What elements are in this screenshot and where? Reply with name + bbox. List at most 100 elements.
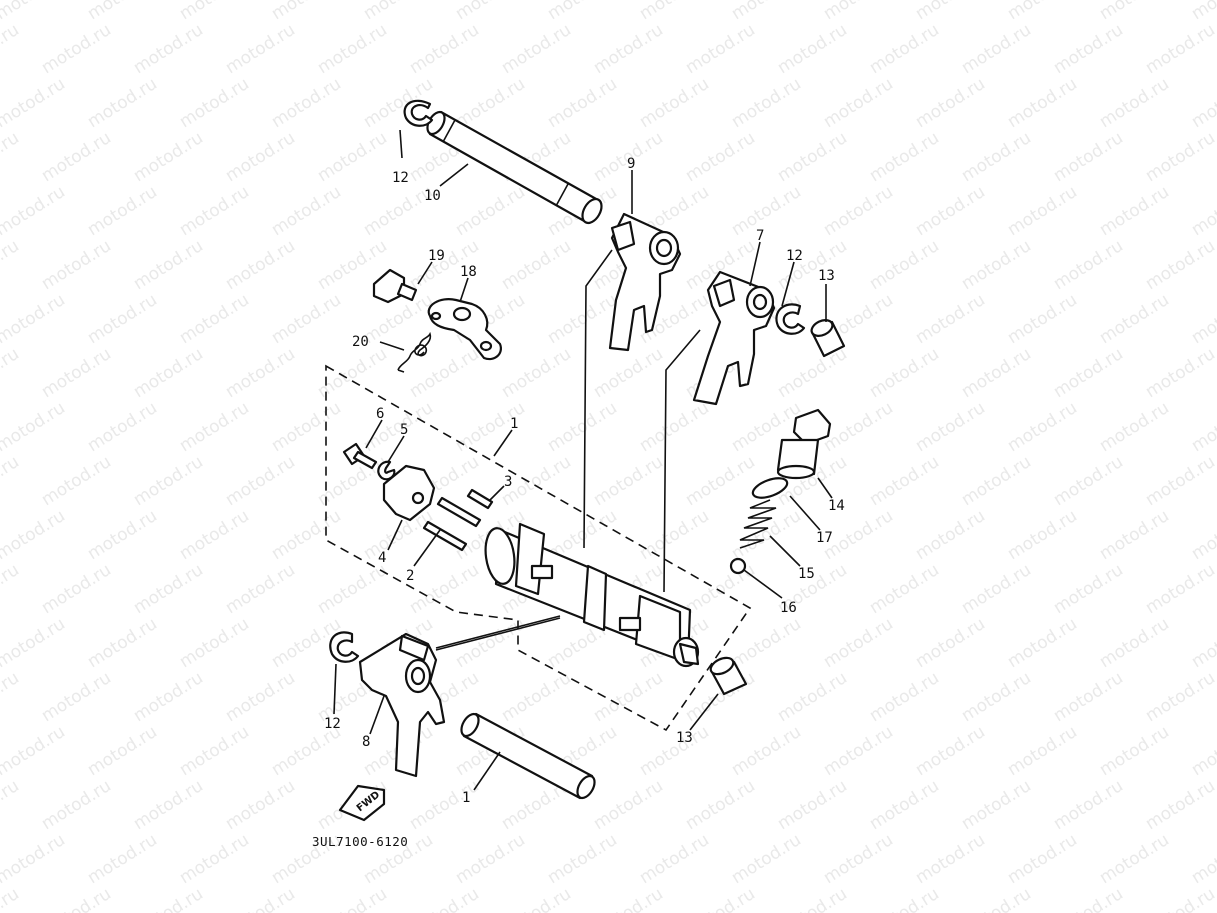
- assembly-boundary: [325, 364, 752, 732]
- watermark-text: motod.ru: [682, 128, 759, 186]
- watermark-text: motod.ru: [912, 614, 989, 672]
- watermark-text: motod.ru: [1096, 614, 1173, 672]
- watermark-text: motod.ru: [728, 0, 805, 24]
- watermark-text: motod.ru: [820, 722, 897, 780]
- watermark-text: motod.ru: [774, 236, 851, 294]
- watermark-text: motod.ru: [912, 290, 989, 348]
- watermark-text: motod.ru: [222, 884, 299, 913]
- watermark-text: motod.ru: [268, 182, 345, 240]
- watermark-text: motod.ru: [1004, 506, 1081, 564]
- watermark-text: motod.ru: [0, 830, 69, 888]
- watermark-text: motod.ru: [406, 776, 483, 834]
- watermark-text: motod.ru: [0, 776, 23, 834]
- watermark-text: motod.ru: [820, 398, 897, 456]
- watermark-text: motod.ru: [222, 20, 299, 78]
- watermark-text: motod.ru: [682, 560, 759, 618]
- watermark-text: motod.ru: [1142, 236, 1217, 294]
- watermark-text: motod.ru: [1096, 74, 1173, 132]
- watermark-text: motod.ru: [0, 74, 69, 132]
- circlip-12-right: [775, 303, 806, 335]
- callout-7: 7: [756, 228, 764, 244]
- watermark-text: motod.ru: [268, 290, 345, 348]
- watermark-text: motod.ru: [176, 398, 253, 456]
- watermark-text: motod.ru: [222, 668, 299, 726]
- watermark-text: motod.ru: [0, 20, 23, 78]
- watermark-text: motod.ru: [1142, 128, 1217, 186]
- watermark-text: motod.ru: [84, 74, 161, 132]
- watermark-text: motod.ru: [498, 884, 575, 913]
- watermark-text: motod.ru: [1096, 0, 1173, 24]
- guide-bar-1: [460, 712, 596, 800]
- watermark-text: motod.ru: [1050, 452, 1127, 510]
- watermark-text: motod.ru: [774, 776, 851, 834]
- watermark-text: motod.ru: [130, 776, 207, 834]
- watermark-text: motod.ru: [774, 668, 851, 726]
- callout-15: 15: [798, 566, 815, 582]
- watermark-text: motod.ru: [1188, 722, 1217, 780]
- circlip-12-top: [403, 99, 434, 127]
- callout-12: 12: [324, 716, 341, 732]
- watermark-text: motod.ru: [406, 884, 483, 913]
- callout-18: 18: [460, 264, 477, 280]
- watermark-text: motod.ru: [820, 614, 897, 672]
- watermark-text: motod.ru: [498, 20, 575, 78]
- watermark-text: motod.ru: [636, 830, 713, 888]
- watermark-text: motod.ru: [728, 506, 805, 564]
- watermark-text: motod.ru: [912, 830, 989, 888]
- watermark-text: motod.ru: [912, 722, 989, 780]
- watermark-text: motod.ru: [130, 884, 207, 913]
- watermark-text: motod.ru: [912, 74, 989, 132]
- watermark-text: motod.ru: [0, 668, 23, 726]
- watermark-text: motod.ru: [1096, 722, 1173, 780]
- watermark-text: motod.ru: [1188, 74, 1217, 132]
- watermark-text: motod.ru: [590, 884, 667, 913]
- watermark-text: motod.ru: [866, 128, 943, 186]
- watermark-text: motod.ru: [774, 128, 851, 186]
- watermark-text: motod.ru: [958, 668, 1035, 726]
- watermark-text: motod.ru: [866, 452, 943, 510]
- callout-12: 12: [392, 170, 409, 186]
- watermark-text: motod.ru: [866, 884, 943, 913]
- watermark-text: motod.ru: [958, 20, 1035, 78]
- watermark-text: motod.ru: [590, 20, 667, 78]
- watermark-text: motod.ru: [0, 722, 69, 780]
- watermark-text: motod.ru: [84, 398, 161, 456]
- callout-17: 17: [816, 530, 833, 546]
- watermark-text: motod.ru: [130, 344, 207, 402]
- watermark-text: motod.ru: [0, 182, 69, 240]
- callout-13: 13: [676, 730, 693, 746]
- callout-6: 6: [376, 406, 384, 422]
- watermark-text: motod.ru: [176, 0, 253, 24]
- callout-16: 16: [780, 600, 797, 616]
- watermark-text: motod.ru: [314, 20, 391, 78]
- watermark-text: motod.ru: [130, 20, 207, 78]
- callout-20: 20: [352, 334, 369, 350]
- watermark-text: motod.ru: [84, 0, 161, 24]
- watermark-text: motod.ru: [222, 128, 299, 186]
- watermark-text: motod.ru: [0, 290, 69, 348]
- watermark-text: motod.ru: [268, 398, 345, 456]
- watermark-text: motod.ru: [866, 344, 943, 402]
- watermark-text: motod.ru: [866, 20, 943, 78]
- watermark-text: motod.ru: [1188, 398, 1217, 456]
- watermark-text: motod.ru: [38, 884, 115, 913]
- watermark-text: motod.ru: [130, 452, 207, 510]
- watermark-text: motod.ru: [636, 722, 713, 780]
- watermark-text: motod.ru: [84, 506, 161, 564]
- watermark-text: motod.ru: [0, 344, 23, 402]
- watermark-text: motod.ru: [1004, 290, 1081, 348]
- watermark-text: motod.ru: [1142, 776, 1217, 834]
- shift-fork-7: [692, 270, 776, 406]
- watermark-text: motod.ru: [84, 182, 161, 240]
- watermark-text: motod.ru: [38, 20, 115, 78]
- watermark-text: motod.ru: [912, 0, 989, 24]
- watermark-text: motod.ru: [590, 668, 667, 726]
- watermark-text: motod.ru: [452, 0, 529, 24]
- watermark-text: motod.ru: [1050, 668, 1127, 726]
- bearing-13-top: [810, 319, 846, 358]
- fwd-arrow-icon: FWD: [338, 784, 386, 822]
- shift-fork-9: [608, 212, 682, 352]
- watermark-text: motod.ru: [38, 128, 115, 186]
- watermark-text: motod.ru: [1050, 884, 1127, 913]
- watermark-text: motod.ru: [774, 884, 851, 913]
